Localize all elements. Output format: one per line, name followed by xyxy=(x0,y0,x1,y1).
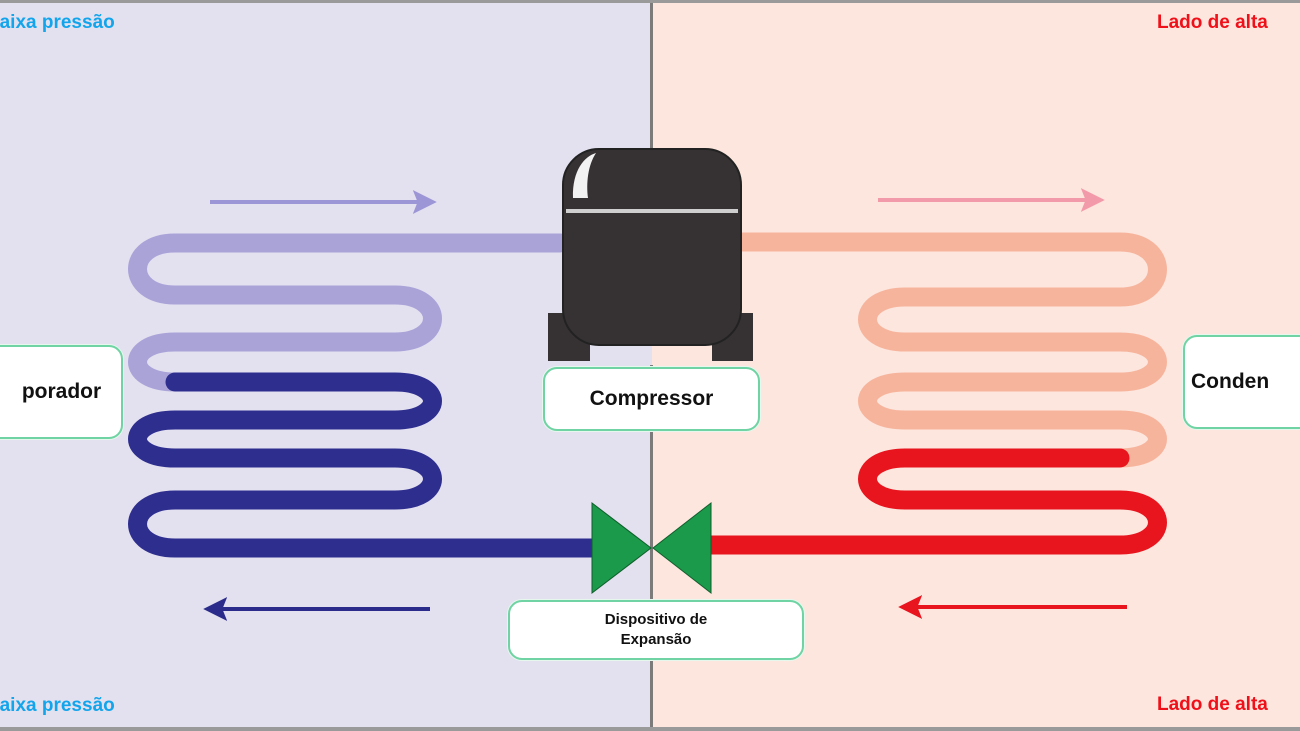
cycle-drawing xyxy=(128,148,1167,621)
expansion-valve-icon xyxy=(591,501,712,595)
expansion-device-label-line1: Dispositivo de xyxy=(604,611,708,628)
evaporator-coil-liquid xyxy=(128,372,610,558)
condenser-label: Conden xyxy=(1191,370,1270,393)
high-pressure-label-bottom: Lado de alta xyxy=(1157,694,1268,715)
condenser-coil xyxy=(690,232,1167,555)
evaporator-label-box: porador xyxy=(0,345,123,439)
expansion-device-label-box: Dispositivo de Expansão xyxy=(508,600,804,660)
low-pressure-label-top: baixa pressão xyxy=(0,12,115,33)
low-pressure-label-bottom: baixa pressão xyxy=(0,695,115,716)
refrigeration-cycle-diagram: baixa pressão Lado de alta baixa pressão… xyxy=(0,3,1300,727)
expansion-device-label-line2: Expansão xyxy=(620,631,692,648)
condenser-coil-vapor xyxy=(730,232,1167,468)
condenser-label-box: Conden xyxy=(1183,335,1300,429)
evaporator-coil xyxy=(128,233,610,558)
high-pressure-label-top: Lado de alta xyxy=(1157,12,1268,33)
condenser-coil-liquid xyxy=(690,448,1167,555)
evaporator-coil-vapor xyxy=(128,233,570,392)
compressor-icon xyxy=(548,148,753,365)
compressor-label: Compressor xyxy=(589,387,714,410)
compressor-label-box: Compressor xyxy=(543,367,760,431)
evaporator-label: porador xyxy=(21,380,102,403)
